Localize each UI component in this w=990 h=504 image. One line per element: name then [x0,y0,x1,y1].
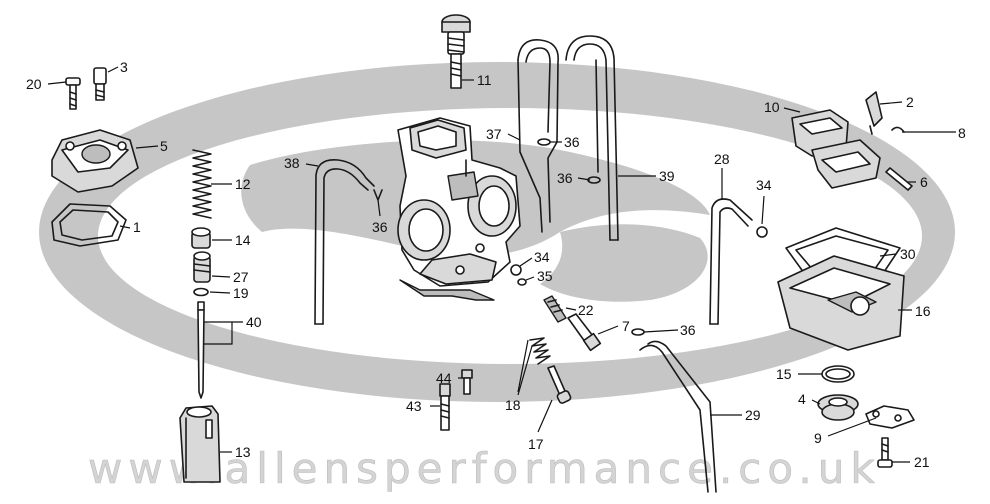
callout-18: 18 [505,397,521,413]
part-10-float [791,109,881,189]
part-1-gasket [51,203,127,247]
callout-36b: 36 [372,219,388,235]
callout-4: 4 [798,391,806,407]
part-14-retainer [191,227,211,249]
part-16-float-bowl [777,255,905,351]
part-13-throttle-valve [179,405,221,483]
part-11-adjuster [441,14,471,89]
part-20-screw [65,77,81,110]
callout-labels: 20 3 5 1 12 14 27 19 40 13 11 38 37 36 3… [26,59,966,470]
part-18-spring [529,337,551,365]
callout-22: 22 [578,302,594,318]
part-22-pilot-screw [543,295,567,323]
callout-40: 40 [246,314,262,330]
part-37-hose [517,39,559,233]
carburetor-body [397,117,521,301]
callout-34b: 34 [756,177,772,193]
callout-15: 15 [776,366,792,382]
part-17-plunger [547,365,572,404]
part-5-top-cover [51,129,139,193]
callout-20: 20 [26,76,42,92]
callout-39: 39 [659,168,675,184]
callout-30: 30 [900,246,916,262]
callout-37: 37 [486,126,502,142]
callout-10: 10 [764,99,780,115]
callout-5: 5 [160,138,168,154]
part-40-jet-needle [197,301,205,399]
callout-35: 35 [537,268,553,284]
part-3-screw [93,67,107,101]
part-29-drain-hose [639,340,717,493]
part-4-plug [817,394,859,421]
part-44-jet [461,369,473,395]
callout-43: 43 [406,398,422,414]
callout-29: 29 [745,407,761,423]
callout-12: 12 [235,176,251,192]
callout-13: 13 [235,444,251,460]
part-8-clip [891,126,905,133]
leader-lines [47,66,956,463]
part-39-hose [565,35,619,241]
callout-38: 38 [284,155,300,171]
part-19-clip [193,287,209,297]
callout-19: 19 [233,285,249,301]
callout-36c: 36 [557,170,573,186]
callout-1: 1 [133,219,141,235]
callout-7: 7 [622,318,630,334]
callout-36d: 36 [680,322,696,338]
part-2-float-needle [865,91,883,135]
part-38-vent-hose [314,158,375,325]
callout-14: 14 [235,232,251,248]
part-34-ring-right [756,226,768,238]
callout-9: 9 [814,430,822,446]
part-12-spring [192,149,212,219]
callout-44: 44 [436,370,452,386]
callout-34a: 34 [534,249,550,265]
part-7-idle-adjuster [567,313,602,352]
part-15-oring [821,365,855,383]
callout-17: 17 [528,436,544,452]
callout-11: 11 [477,72,492,88]
callout-6: 6 [920,174,928,190]
part-28-hose [709,198,753,325]
part-43-needle-jet [439,383,451,431]
callout-28: 28 [714,151,730,167]
part-35-washer [517,278,527,286]
part-9-bracket [865,405,915,429]
part-6-float-pin [885,167,913,191]
callout-16: 16 [915,303,931,319]
callout-27: 27 [233,269,249,285]
callout-2: 2 [906,94,914,110]
part-34-oring [510,264,522,276]
part-27-holder [193,251,211,283]
callout-36a: 36 [564,134,580,150]
part-21-screw [877,437,893,468]
callout-3: 3 [120,59,128,75]
callout-21: 21 [914,454,930,470]
callout-8: 8 [958,125,966,141]
